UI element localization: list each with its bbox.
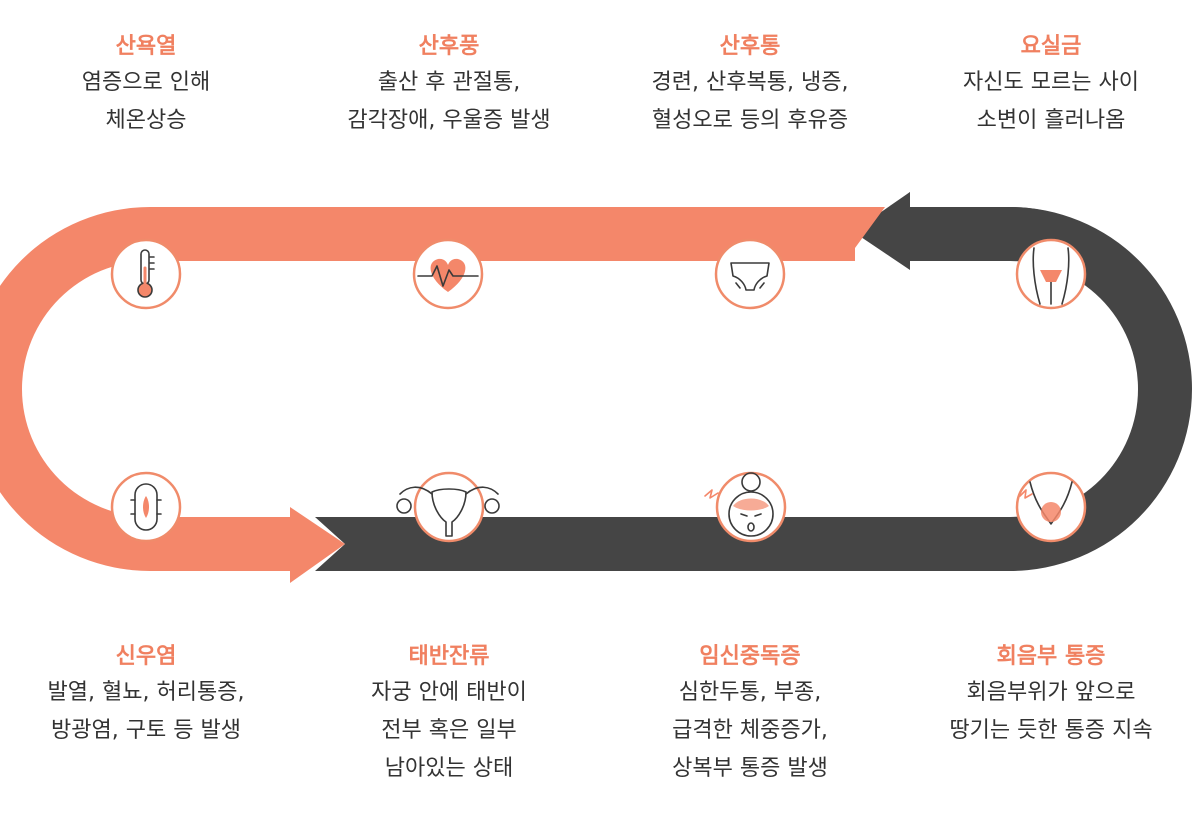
title-perineum-pain: 회음부 통증 <box>996 644 1106 669</box>
icon-headache-face <box>704 471 787 543</box>
desc-perineum-pain-2: 땅기는 듯한 통증 지속 <box>949 718 1153 743</box>
desc-placenta-retention-2: 전부 혹은 일부 <box>381 718 517 743</box>
desc-pyelonephritis-1: 발열, 혈뇨, 허리통증, <box>47 680 245 705</box>
label-preeclampsia: 임신중독증 심한두통, 부종, 급격한 체중증가, 상복부 통증 발생 <box>610 640 890 788</box>
icon-underwear <box>714 238 786 310</box>
label-incontinence: 요실금 자신도 모르는 사이 소변이 흘러나옴 <box>911 30 1191 140</box>
title-pyelonephritis: 신우염 <box>115 644 177 669</box>
label-postpartum-fever: 산욕열 염증으로 인해 체온상승 <box>6 30 286 140</box>
desc-postpartum-wind-2: 감각장애, 우울증 발생 <box>347 108 551 133</box>
desc-placenta-retention-3: 남아있는 상태 <box>384 756 514 781</box>
label-placenta-retention: 태반잔류 자궁 안에 태반이 전부 혹은 일부 남아있는 상태 <box>309 640 589 788</box>
desc-postpartum-wind-1: 출산 후 관절통, <box>377 70 521 95</box>
desc-postpartum-fever-2: 체온상승 <box>105 108 187 133</box>
title-preeclampsia: 임신중독증 <box>699 644 801 669</box>
desc-preeclampsia-1: 심한두통, 부종, <box>678 680 822 705</box>
dark-track-curve <box>1010 207 1192 571</box>
icon-pelvis <box>1015 238 1087 310</box>
label-perineum-pain: 회음부 통증 회음부위가 앞으로 땅기는 듯한 통증 지속 <box>911 640 1191 750</box>
desc-incontinence-2: 소변이 흘러나옴 <box>976 108 1126 133</box>
desc-preeclampsia-3: 상복부 통증 발생 <box>672 756 828 781</box>
desc-postpartum-pain-2: 혈성오로 등의 후유증 <box>651 108 849 133</box>
title-incontinence: 요실금 <box>1020 34 1082 59</box>
desc-placenta-retention-1: 자궁 안에 태반이 <box>371 680 527 705</box>
icon-uterus <box>396 471 500 543</box>
desc-incontinence-1: 자신도 모르는 사이 <box>963 70 1139 95</box>
dark-arrow-head <box>858 192 1010 270</box>
label-postpartum-pain: 산후통 경련, 산후복통, 냉증, 혈성오로 등의 후유증 <box>610 30 890 140</box>
label-pyelonephritis: 신우염 발열, 혈뇨, 허리통증, 방광염, 구토 등 발생 <box>6 640 286 750</box>
icon-heartbeat <box>412 238 484 310</box>
desc-preeclampsia-2: 급격한 체중증가, <box>672 718 828 743</box>
label-postpartum-wind: 산후풍 출산 후 관절통, 감각장애, 우울증 발생 <box>309 30 589 140</box>
icon-sanitary-pad <box>110 471 182 543</box>
desc-postpartum-fever-1: 염증으로 인해 <box>81 70 211 95</box>
icon-perineum-pain <box>1015 471 1087 543</box>
desc-postpartum-pain-1: 경련, 산후복통, 냉증, <box>651 70 849 95</box>
title-postpartum-fever: 산욕열 <box>115 34 177 59</box>
title-placenta-retention: 태반잔류 <box>408 644 490 669</box>
desc-pyelonephritis-2: 방광염, 구토 등 발생 <box>51 718 241 743</box>
title-postpartum-pain: 산후통 <box>719 34 781 59</box>
desc-perineum-pain-1: 회음부위가 앞으로 <box>966 680 1136 705</box>
icon-thermometer <box>110 238 182 310</box>
title-postpartum-wind: 산후풍 <box>418 34 480 59</box>
coral-track <box>0 207 885 583</box>
